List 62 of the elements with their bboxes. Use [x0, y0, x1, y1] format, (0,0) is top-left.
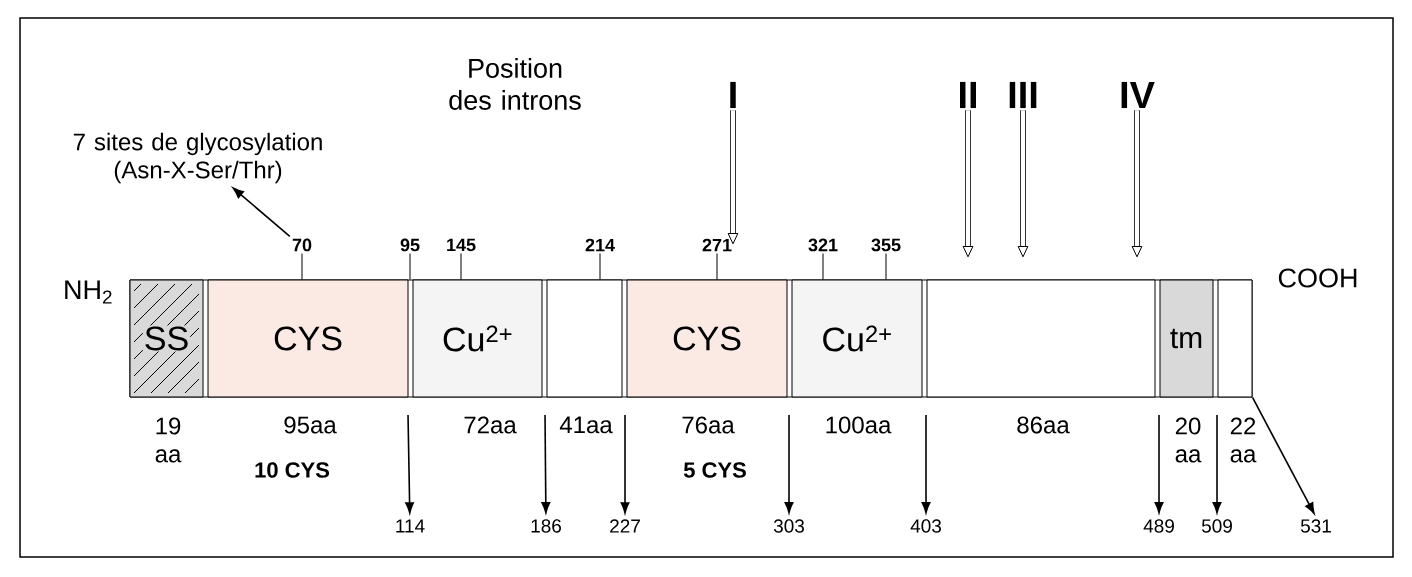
- arrow: [1251, 396, 1315, 514]
- length-label: 41aa: [559, 416, 613, 434]
- arrow: [1154, 414, 1164, 514]
- length-label: 20 aa: [1175, 417, 1202, 463]
- terminus-label: COOH: [1278, 268, 1357, 288]
- arrow: [541, 414, 551, 514]
- tick-mark: [716, 252, 718, 280]
- position-number: 321: [808, 238, 838, 252]
- cysteine-domain-segment: CYS: [626, 279, 788, 398]
- position-number: 214: [585, 238, 615, 252]
- cysteine-count: 10 CYS: [255, 462, 330, 478]
- intron-arrow: [1017, 110, 1029, 258]
- position-number: 114: [396, 519, 425, 533]
- intron-numeral: III: [1009, 81, 1037, 109]
- position-number: 303: [773, 519, 804, 533]
- intron-numeral: I: [730, 81, 736, 109]
- protein-segment: [926, 279, 1156, 398]
- arrow: [620, 414, 630, 514]
- cysteine-count: 5 CYS: [683, 462, 746, 478]
- intron-numeral: II: [960, 81, 977, 109]
- arrow: [784, 414, 794, 514]
- tick-mark: [599, 252, 601, 280]
- position-number: 403: [910, 519, 941, 533]
- intron-arrow: [1131, 110, 1143, 258]
- tick-mark: [460, 252, 462, 280]
- position-number: 145: [447, 238, 476, 252]
- tick-mark: [822, 253, 824, 280]
- position-number: 227: [610, 519, 640, 533]
- position-number: 531: [1300, 519, 1331, 533]
- heading-text: Position des introns: [449, 58, 581, 110]
- length-label: 95aa: [284, 416, 337, 434]
- position-number: 271: [702, 238, 732, 252]
- tick-mark: [885, 253, 887, 280]
- tick-mark: [301, 253, 303, 280]
- arrow: [921, 414, 931, 514]
- protein-segment: [1217, 279, 1253, 398]
- position-number: 70: [292, 238, 312, 252]
- arrow: [232, 187, 291, 238]
- position-number: 509: [1201, 519, 1232, 533]
- length-label: 72aa: [464, 416, 517, 434]
- length-label: 22 aa: [1230, 417, 1257, 463]
- transmembrane-segment: tm: [1159, 279, 1214, 398]
- length-label: 19 aa: [155, 417, 182, 463]
- signal-peptide-segment: SS: [129, 279, 204, 398]
- length-label: 76aa: [682, 416, 735, 434]
- intron-numeral: IV: [1121, 81, 1155, 109]
- intron-arrow: [727, 110, 739, 245]
- position-number: 355: [871, 238, 901, 252]
- position-number: 489: [1143, 519, 1174, 533]
- position-number: 95: [400, 238, 420, 252]
- protein-segment: [546, 279, 623, 398]
- copper-domain-segment: Cu$^{2+}$: [412, 279, 543, 398]
- annotation-text: 7 sites de glycosylation (Asn-X-Ser/Thr): [73, 132, 322, 184]
- tick-mark: [409, 253, 411, 280]
- terminus-label: NH$_{2}$: [65, 280, 112, 304]
- arrow: [1212, 414, 1222, 514]
- position-number: 186: [531, 519, 561, 533]
- cysteine-domain-segment: CYS: [207, 279, 409, 398]
- arrow: [405, 414, 415, 514]
- copper-domain-segment: Cu$^{2+}$: [791, 279, 923, 398]
- intron-arrow: [962, 110, 974, 258]
- length-label: 100aa: [826, 416, 892, 434]
